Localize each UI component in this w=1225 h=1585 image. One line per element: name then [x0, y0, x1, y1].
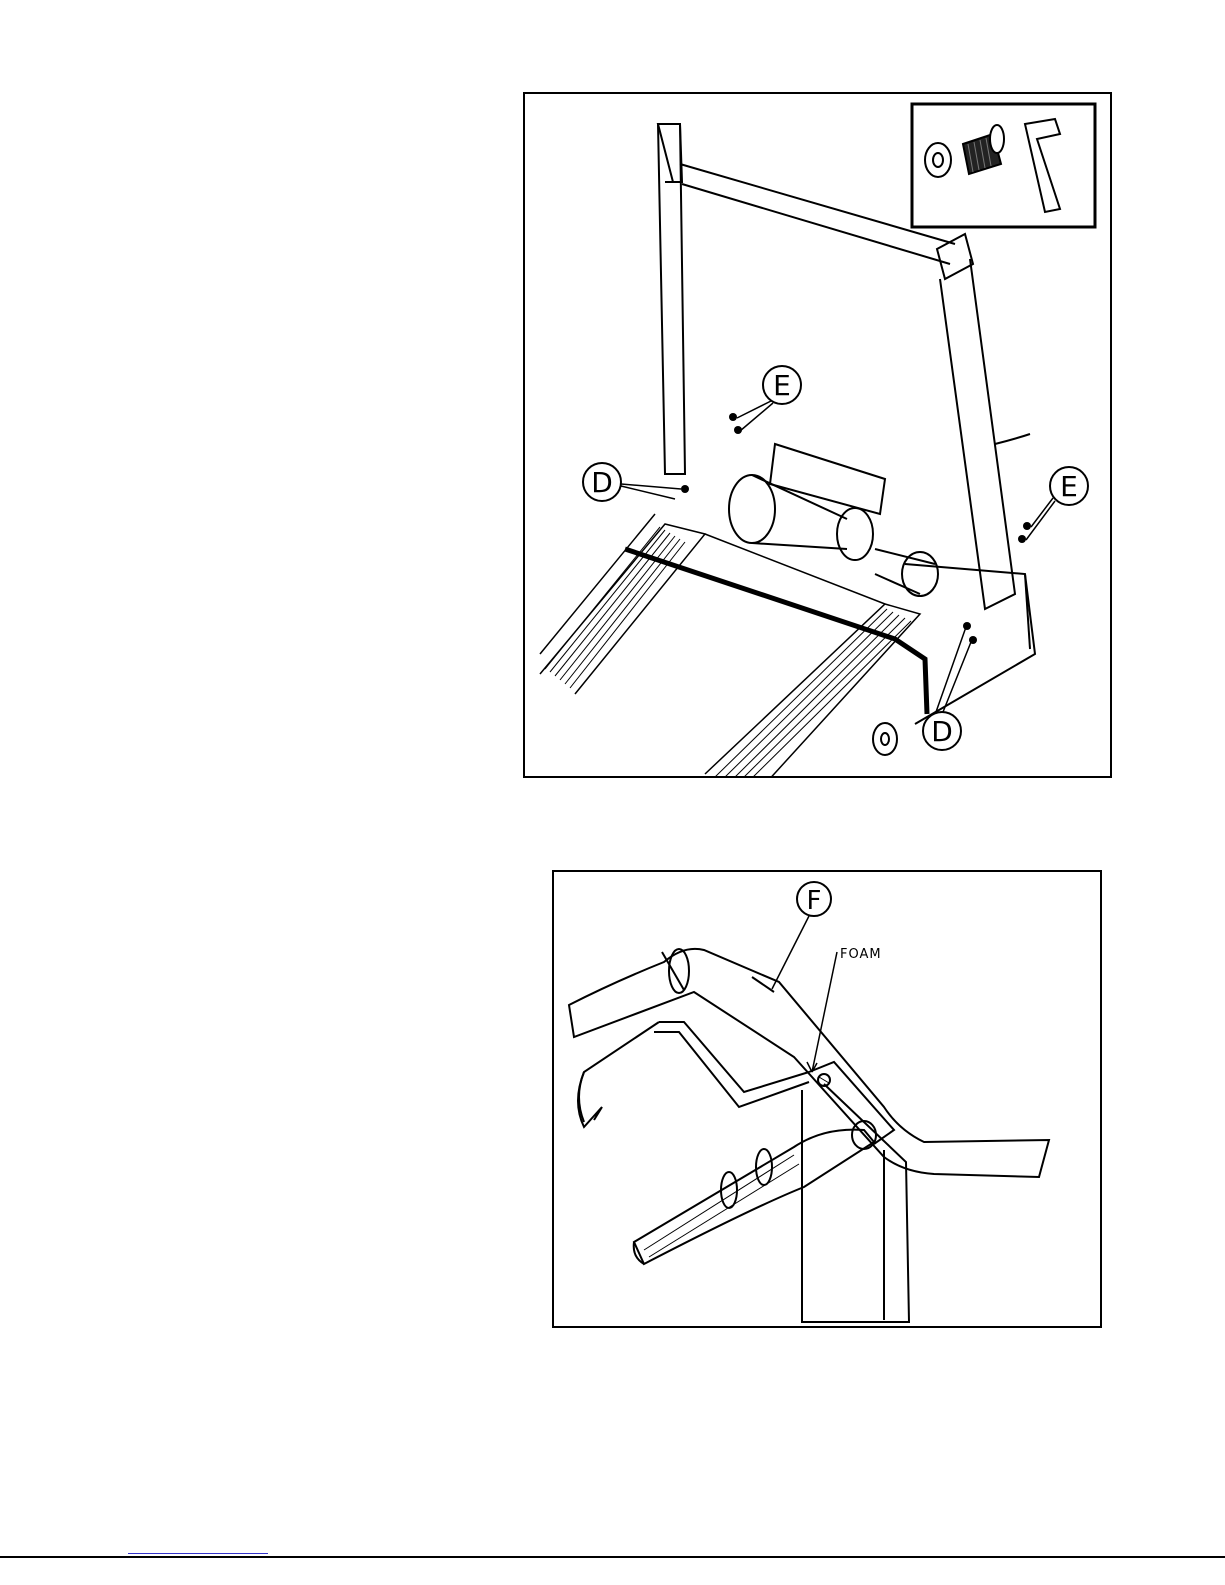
callout-e-right: E [1026, 467, 1088, 540]
treadmill-upright-figure: E D E D [523, 92, 1112, 778]
svg-text:E: E [1060, 470, 1078, 503]
washer-icon [925, 143, 951, 177]
callout-d-left: D [583, 463, 681, 501]
svg-text:E: E [773, 369, 791, 402]
svg-text:D: D [931, 715, 953, 748]
callout-foam: FOAM [807, 947, 882, 1072]
callout-f: F [772, 882, 831, 989]
footer-rule [0, 1556, 1225, 1558]
callout-d-bottom: D [923, 627, 971, 750]
handrail-foam-figure: F FOAM [552, 870, 1102, 1328]
svg-text:F: F [807, 886, 822, 916]
svg-text:D: D [591, 466, 613, 499]
handrail-foam-drawing: F FOAM [554, 872, 1102, 1328]
callout-e-left: E [737, 366, 801, 431]
svg-text:FOAM: FOAM [840, 947, 882, 962]
hardware-inset [912, 104, 1095, 227]
treadmill-upright-drawing: E D E D [525, 94, 1112, 778]
footer-link-underline [128, 1553, 268, 1554]
